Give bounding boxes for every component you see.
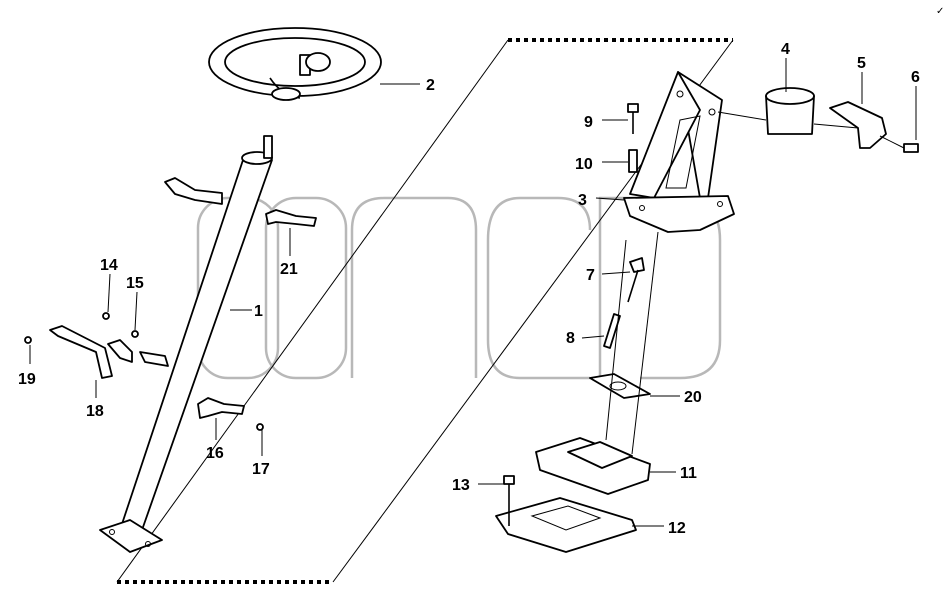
callout-21: 21 <box>280 261 298 278</box>
callout-14: 14 <box>100 257 118 274</box>
steering-wheel <box>208 27 382 101</box>
callout-6: 6 <box>911 69 920 86</box>
callout-4: 4 <box>781 41 790 58</box>
steering-column <box>99 135 273 553</box>
sleeve-and-clamp <box>717 87 919 153</box>
callout-9: 9 <box>584 114 593 131</box>
callout-8: 8 <box>566 330 575 347</box>
corner-mark: ✓ <box>936 6 944 17</box>
callout-2: 2 <box>426 77 435 94</box>
bolts-and-pins <box>603 103 645 349</box>
callout-3: 3 <box>578 192 587 209</box>
support-bracket <box>623 71 735 233</box>
callout-5: 5 <box>857 55 866 72</box>
callout-13: 13 <box>452 477 470 494</box>
callout-19: 19 <box>18 371 36 388</box>
callout-18: 18 <box>86 403 104 420</box>
callout-labels: 1 2 3 4 5 6 7 8 9 10 11 12 13 14 15 16 1… <box>18 41 920 537</box>
callout-11: 11 <box>680 465 697 482</box>
mounting-plates <box>495 231 659 553</box>
callout-15: 15 <box>126 275 144 292</box>
callout-12: 12 <box>668 520 686 537</box>
callout-1: 1 <box>254 303 263 320</box>
callout-20: 20 <box>684 389 702 406</box>
callout-10: 10 <box>575 156 593 173</box>
watermark <box>196 196 722 380</box>
bracket-assembly-left <box>24 177 223 379</box>
callout-16: 16 <box>206 445 224 462</box>
callout-17: 17 <box>252 461 270 478</box>
leader-lines <box>29 58 917 527</box>
clip-parts <box>197 209 317 431</box>
callout-7: 7 <box>586 267 595 284</box>
